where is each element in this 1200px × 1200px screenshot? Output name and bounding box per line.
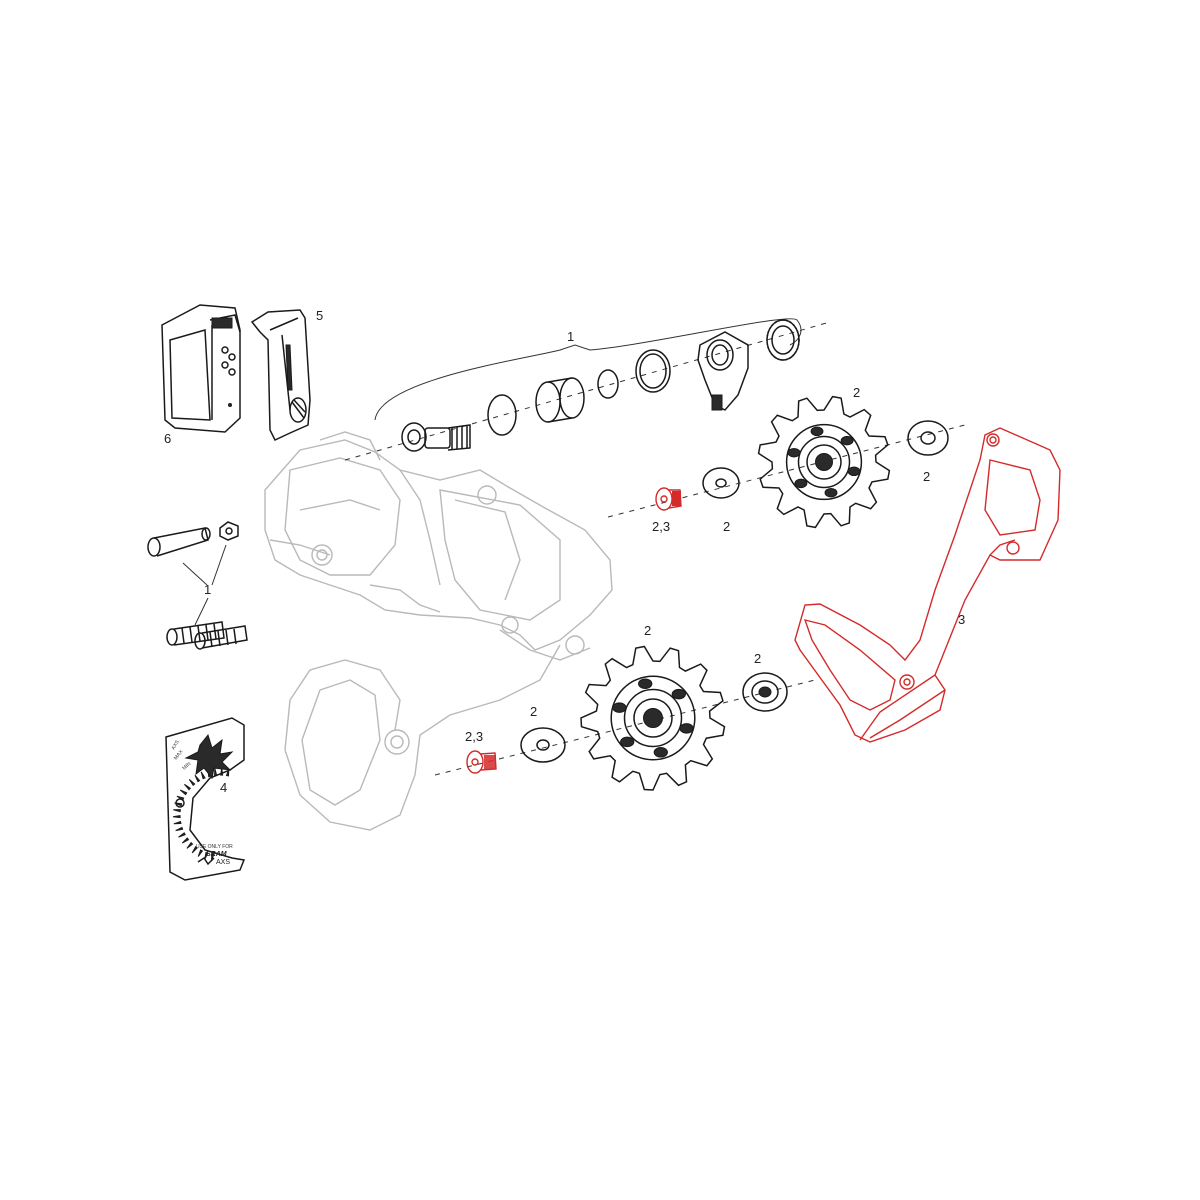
gap-tool-tooth <box>225 768 230 777</box>
label-2-lower-pulley: 2 <box>644 623 651 638</box>
label-4-chain-gap-tool: 4 <box>220 780 227 795</box>
gap-tool-tooth <box>181 837 190 844</box>
label-2-3-lower-bolt: 2,3 <box>465 729 483 744</box>
battery-part <box>161 304 241 433</box>
pulley-window <box>638 678 653 689</box>
pulley-window <box>612 702 627 713</box>
label-5-battery-cover: 5 <box>316 308 323 323</box>
gap-tool-tooth <box>188 779 196 787</box>
chain-gap-tool-part: AXS MAX MIN USE ONLY FOR SRAM AXS <box>165 717 246 881</box>
leader-pin <box>182 562 208 586</box>
label-2-upper-washer-right: 2 <box>923 469 930 484</box>
label-2-upper-washer-left: 2 <box>723 519 730 534</box>
pulley-window <box>847 466 861 477</box>
gap-model: AXS <box>216 859 230 866</box>
gap-tool-tooth <box>173 820 182 825</box>
gap-tool-tooth <box>186 841 194 849</box>
callout-labels: 1 1 2 2 2 2 2 2 2,3 2,3 3 4 5 6 <box>164 308 965 795</box>
pulley-window <box>653 747 668 758</box>
label-1-left: 1 <box>204 582 211 597</box>
label-6-battery: 6 <box>164 431 171 446</box>
pulley-window <box>787 447 801 458</box>
label-3-outer-cage: 3 <box>958 612 965 627</box>
gap-tool-tooth <box>173 809 181 813</box>
pulley-window <box>671 688 686 700</box>
gap-tool-tooth <box>178 832 186 838</box>
pulley-window <box>824 487 838 498</box>
pulley-window <box>620 736 635 748</box>
bolt-part <box>401 422 471 452</box>
gap-tool-tooth <box>172 815 181 819</box>
outer-cage-part-red <box>794 427 1061 743</box>
lower-bolt-red <box>466 750 497 774</box>
gap-tool-tooth <box>200 771 206 780</box>
gap-tool-tooth <box>214 768 218 776</box>
lower-pulley-assembly <box>434 645 816 791</box>
derailleur-body-ghost <box>264 431 613 831</box>
label-2-3-upper-bolt: 2,3 <box>652 519 670 534</box>
chain-gap-tool-starburst <box>184 733 234 780</box>
pulley-window <box>679 723 694 734</box>
pulley-window <box>794 478 808 489</box>
upper-bolt-red <box>655 487 682 511</box>
small-nut <box>219 521 239 541</box>
upper-washer-left <box>702 467 740 499</box>
hanger-part <box>697 331 749 411</box>
gap-tool-tooth <box>191 845 198 854</box>
screw-pair <box>166 621 248 650</box>
gap-mark-axs: AXS <box>171 739 182 751</box>
sleeve-part <box>535 377 585 423</box>
axle-dashline-mid <box>607 424 966 518</box>
pulley-window <box>810 426 824 437</box>
gap-note: USE ONLY FOR <box>196 844 233 850</box>
pulley-window <box>840 435 854 446</box>
left-hardware-group <box>147 521 248 650</box>
ring-small <box>597 369 619 399</box>
upper-pulley-wheel <box>757 395 891 529</box>
locknut-part <box>766 319 800 361</box>
gap-tool-tooth <box>175 826 184 832</box>
upper-pulley-assembly <box>607 395 966 529</box>
chain-gap-tool-teeth <box>172 767 230 862</box>
gap-mark-max: MAX <box>173 749 185 762</box>
gap-tool-tooth <box>194 774 201 783</box>
leader-screws <box>194 597 209 626</box>
upper-washer-right <box>907 420 949 456</box>
axle-dashline-upper <box>344 321 831 461</box>
ring-1 <box>487 394 517 436</box>
b-knuckle-hardware-group <box>344 318 831 461</box>
ring-2 <box>635 349 671 393</box>
gap-tool-tooth <box>220 767 224 776</box>
label-1-top: 1 <box>567 329 574 344</box>
lower-bearing-washer <box>742 672 788 712</box>
group-1-bracket <box>374 318 802 421</box>
battery-cover-part <box>250 309 311 441</box>
gap-tool-tooth <box>184 783 192 791</box>
gap-tool-tooth <box>204 851 209 860</box>
gap-brand: SRAM <box>206 851 227 858</box>
lower-pulley-wheel <box>580 645 726 791</box>
label-2-upper-pulley: 2 <box>853 385 860 400</box>
pivot-pin <box>147 527 211 557</box>
label-2-lower-washer-left: 2 <box>530 704 537 719</box>
gap-tool-tooth <box>197 849 204 857</box>
lower-washer-left <box>520 727 566 763</box>
gap-tool-tooth <box>179 789 188 796</box>
leader-nut <box>211 544 227 586</box>
gap-mark-min: MIN <box>181 761 192 772</box>
label-2-lower-bearing: 2 <box>754 651 761 666</box>
